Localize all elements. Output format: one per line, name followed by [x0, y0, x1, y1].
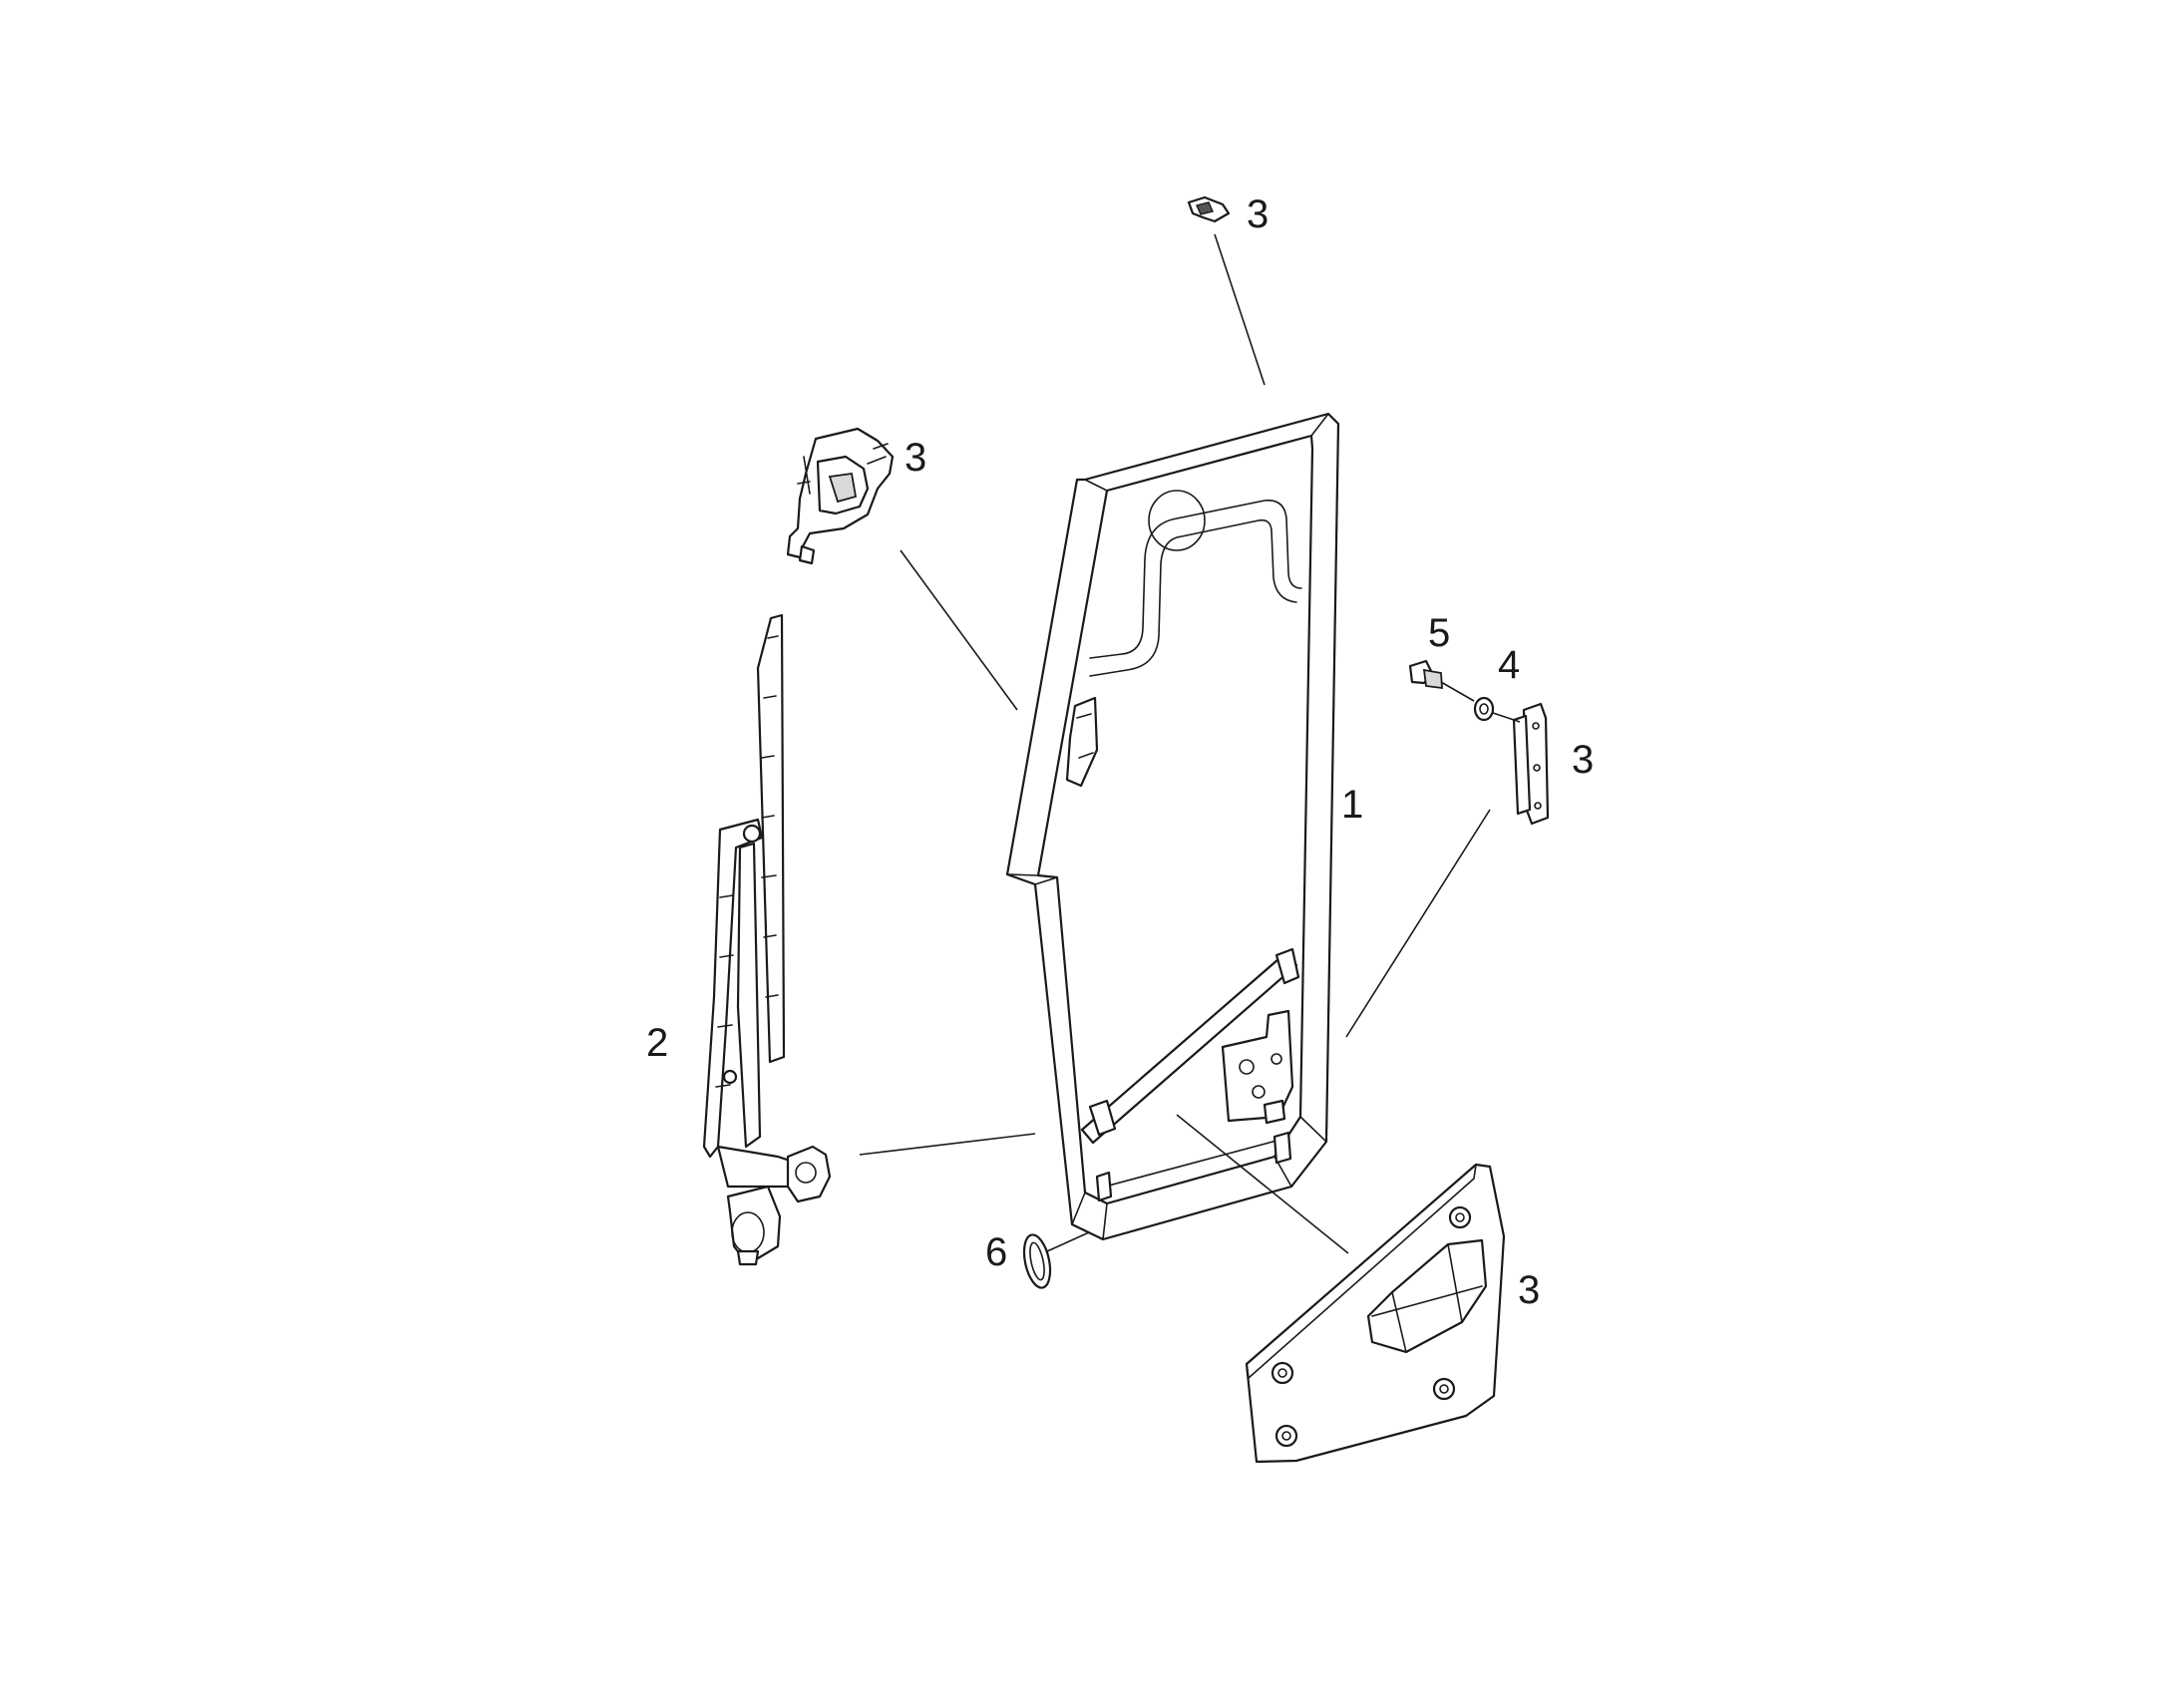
leader-side-hinge	[1345, 809, 1491, 1038]
callout-top-clip: 3	[1247, 192, 1269, 236]
callouts: 3 3 5 4 3 1 2 6 3	[646, 192, 1594, 1312]
callout-washer: 4	[1498, 643, 1520, 687]
leader-lines	[859, 233, 1521, 1254]
leader-top-clip	[1214, 233, 1266, 386]
callout-door-frame: 1	[1341, 783, 1363, 827]
leader-grommet	[1046, 1231, 1090, 1252]
grommet	[1022, 1233, 1052, 1289]
callout-side-hinge: 3	[1572, 738, 1594, 782]
bolt	[1408, 659, 1443, 690]
leader-wiper	[859, 1133, 1036, 1156]
leader-bolt-washer	[1440, 681, 1475, 702]
top-clip	[1187, 195, 1231, 223]
leader-lower-panel	[1176, 1114, 1349, 1254]
callout-lower-panel: 3	[1518, 1268, 1540, 1312]
door-frame	[1005, 412, 1340, 1241]
upper-hinge	[786, 427, 895, 565]
washer	[1473, 696, 1495, 722]
leader-upper-hinge	[900, 549, 1018, 711]
leader-washer-hinge	[1492, 712, 1521, 723]
callout-bolt: 5	[1428, 611, 1450, 655]
callout-upper-hinge: 3	[905, 436, 926, 480]
wiper-assembly	[702, 613, 832, 1266]
callout-grommet: 6	[985, 1230, 1007, 1274]
lower-panel	[1245, 1163, 1506, 1464]
side-hinge	[1512, 702, 1550, 826]
callout-wiper: 2	[646, 1021, 668, 1065]
